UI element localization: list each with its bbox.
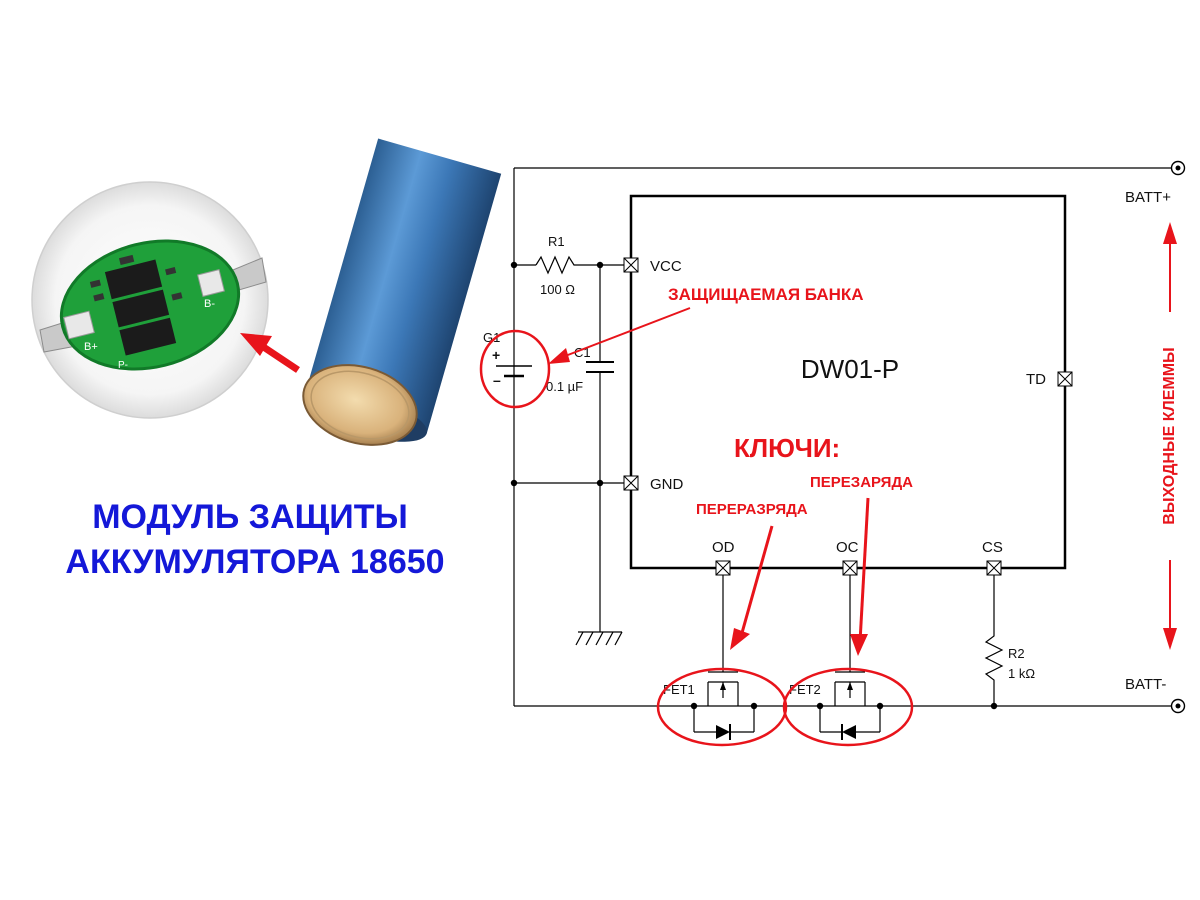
smd-part-3: [165, 267, 177, 276]
r1-name: R1: [548, 234, 565, 249]
junction-r2: [990, 702, 998, 710]
title-line-1: МОДУЛЬ ЗАЩИТЫ: [92, 498, 408, 536]
mosfet-fet2: [816, 671, 884, 740]
pcb-arrow: [240, 333, 300, 373]
arrow-protected-cell-shaft: [559, 307, 691, 359]
junction-r1-left: [510, 261, 518, 269]
junction-gnd-c1: [596, 479, 604, 487]
highlight-circle-g1: [479, 329, 551, 409]
arrow-overdischarge-head: [730, 628, 750, 650]
batt-minus-label: BATT-: [1125, 676, 1166, 693]
batt-plus-label: BATT+: [1125, 189, 1171, 206]
battery-cap: [302, 364, 418, 446]
pcb-label-bplus: B+: [84, 341, 98, 353]
pin-label-od: OD: [712, 539, 735, 556]
schematic-wires: [513, 167, 1172, 707]
output-terminals-arrow: [1163, 222, 1177, 650]
smd-part-1: [89, 279, 102, 288]
pcb-arrow-head: [240, 333, 272, 356]
c1-value: 0.1 µF: [546, 379, 583, 394]
pin-td: [1057, 371, 1073, 387]
output-terminals-label: ВЫХОДНЫЕ КЛЕММЫ: [1161, 347, 1178, 524]
junction-r1-right: [596, 261, 604, 269]
annotation-keys: КЛЮЧИ:: [734, 433, 840, 463]
annotation-overdischarge: ПЕРЕРАЗРЯДА: [696, 501, 808, 518]
junction-dots: [510, 261, 998, 710]
pin-oc: [842, 560, 858, 576]
pin-label-vcc: VCC: [650, 258, 682, 275]
ground-symbol: [575, 631, 623, 646]
terminal-batt-plus: [1170, 160, 1186, 176]
chip-name: DW01-P: [801, 354, 899, 384]
chip-top: [104, 259, 163, 300]
pcb-label-bminus: B-: [204, 298, 215, 310]
chip-pins: [623, 257, 1073, 576]
chip-middle: [112, 289, 170, 328]
smd-part-2: [93, 293, 105, 302]
battery-photo: [302, 138, 502, 446]
arrow-protected-cell-head: [548, 348, 570, 364]
g1-name: G1: [483, 330, 500, 345]
pin-label-oc: OC: [836, 539, 859, 556]
chip-bottom: [119, 317, 177, 356]
resistor-r1: [535, 255, 578, 275]
g1-plus: +: [492, 347, 500, 363]
pin-gnd: [623, 475, 639, 491]
pin-cs: [986, 560, 1002, 576]
pin-label-cs: CS: [982, 539, 1003, 556]
highlight-circle-fet1: [656, 667, 788, 747]
arrow-overcharge-head: [850, 634, 868, 656]
pin-label-gnd: GND: [650, 476, 684, 493]
annotation-overcharge: ПЕРЕЗАРЯДА: [810, 474, 913, 491]
battery-body: [303, 138, 502, 434]
terminal-batt-minus: [1170, 698, 1186, 714]
pcb-arrow-shaft: [260, 343, 300, 373]
fet1-label: FET1: [663, 682, 695, 697]
title-line-2: АККУМУЛЯТОРА 18650: [65, 543, 444, 581]
pcb-chips: [89, 254, 183, 356]
pin-vcc: [623, 257, 639, 273]
smd-part-5: [118, 254, 135, 266]
g1-minus: –: [493, 372, 501, 388]
pad-bminus: [197, 269, 225, 297]
annotation-protected-cell: ЗАЩИЩАЕМАЯ БАНКА: [668, 285, 864, 304]
r2-name: R2: [1008, 646, 1025, 661]
pin-label-td: TD: [1026, 371, 1046, 388]
pin-od: [715, 560, 731, 576]
junction-gnd-left: [510, 479, 518, 487]
arrow-overcharge-shaft: [858, 497, 870, 643]
capacitor-c1: [586, 361, 614, 373]
pcb-photo: B+ B- P-: [31, 181, 269, 419]
resistor-r2: [984, 630, 1004, 686]
battery-cap-ring: [310, 370, 410, 440]
pcb-label-p: P-: [118, 360, 128, 371]
pad-bplus: [63, 310, 95, 340]
r2-value: 1 kΩ: [1008, 666, 1035, 681]
smd-part-4: [171, 292, 183, 301]
mosfet-fet1: [690, 671, 758, 740]
r1-value: 100 Ω: [540, 282, 575, 297]
fet2-label: FET2: [789, 682, 821, 697]
highlight-circle-fet2: [782, 667, 914, 747]
arrow-overdischarge-shaft: [738, 525, 774, 641]
battery-symbol-g1: [496, 365, 532, 378]
